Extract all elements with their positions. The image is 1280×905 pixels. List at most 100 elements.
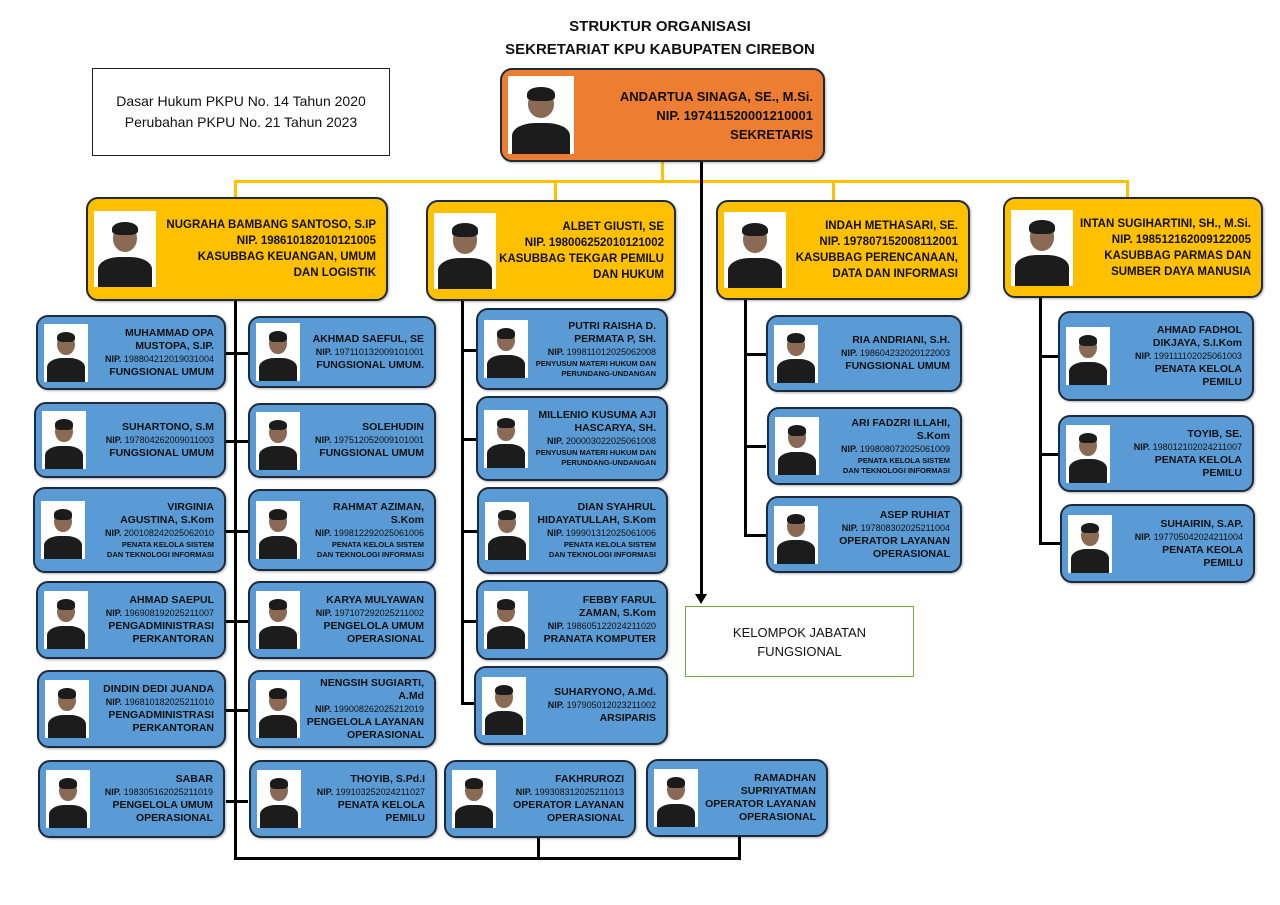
staff-role: OPERASIONAL: [872, 547, 950, 560]
staff-nip: NIP. 196810182025211010: [89, 696, 214, 709]
photo: [256, 501, 300, 559]
photo: [484, 320, 528, 378]
staff-name: DIKJAYA, S.I.Kom: [1152, 336, 1242, 349]
staff-nip: NIP. 198604232020122003: [818, 347, 950, 360]
staff-role: PRANATA KOMPUTER: [543, 633, 656, 645]
staff-role: PENATA KELOLA: [1154, 362, 1242, 375]
staff-role: PEMILU: [385, 812, 425, 824]
head-card: INTAN SUGIHARTINI, SH., M.Si.NIP. 198512…: [1003, 197, 1263, 298]
photo: [452, 770, 496, 828]
staff-nip: NIP. 197808302025211004: [818, 522, 950, 535]
staff-role: PENATA KELOLA SISTEM: [331, 539, 424, 549]
staff-name: RAHMAT AZIMAN, S.Kom: [333, 500, 424, 526]
nip-label: NIP.: [515, 787, 533, 797]
chart-subtitle: SEKRETARIAT KPU KABUPATEN CIREBON: [505, 41, 815, 58]
connector-line: [744, 353, 766, 356]
nip-value: 199111102025061003: [1153, 350, 1242, 361]
nip-value: 198605122024211020: [566, 621, 656, 631]
nip-value: 200108242025062010: [123, 527, 214, 538]
nip-value: 197808302025211004: [860, 522, 950, 533]
staff-name: AHMAD SAEPUL: [129, 594, 214, 606]
staff-nip: NIP. 199308312025211013: [496, 786, 624, 799]
connector-line: [235, 180, 1128, 183]
staff-name: THOYIB, S.Pd.I: [350, 773, 425, 785]
staff-role: ARSIPARIS: [599, 712, 656, 724]
secretary-nip: NIP. 197411520001210001: [656, 107, 813, 123]
staff-role: FUNGSIONAL UMUM.: [316, 358, 424, 371]
connector-line: [234, 857, 741, 860]
nip-label: NIP.: [1135, 350, 1152, 361]
staff-nip: NIP. 199111102025061003: [1110, 350, 1242, 363]
staff-name: SUPRIYATMAN: [740, 785, 816, 797]
photo: [508, 76, 574, 154]
staff-role: DAN TEKNOLOGI INFORMASI: [548, 550, 656, 559]
connector-line: [744, 445, 766, 448]
nip-label: NIP.: [104, 787, 122, 797]
head-role: KASUBBAG TEKGAR PEMILU: [499, 252, 664, 265]
nip-label: NIP.: [105, 527, 122, 538]
staff-name: KARYA MULYAWAN: [326, 594, 424, 606]
staff-name: PUTRI RAISHA D.: [568, 319, 656, 332]
staff-nip: NIP. 197905012023211002: [526, 699, 656, 712]
nip-label: NIP.: [841, 443, 858, 454]
nip-label: NIP.: [547, 436, 564, 446]
nip-value: 197110132009101001: [334, 346, 424, 357]
staff-role: PENATA KELOLA: [337, 799, 425, 811]
photo: [434, 212, 496, 289]
staff-nip: NIP. 198804212019031004: [88, 353, 214, 366]
photo: [256, 323, 300, 381]
connector-line: [226, 440, 248, 443]
nip-label: NIP.: [547, 621, 565, 631]
staff-name: AHMAD FADHOL: [1156, 323, 1242, 336]
nip-value: 198804212019031004: [123, 353, 214, 364]
head-name: INDAH METHASARI, SE.: [825, 220, 958, 232]
staff-nip: NIP. 198305162025211019: [90, 786, 213, 799]
connector-line: [554, 180, 557, 201]
photo: [1066, 424, 1110, 483]
staff-role: OPERASIONAL: [346, 728, 424, 741]
photo: [45, 680, 89, 738]
staff-role: OPERATOR LAYANAN: [513, 799, 624, 811]
staff-role: PENGADMINISTRASI: [108, 620, 214, 632]
staff-role: PENATA KELOLA SISTEM: [121, 539, 214, 549]
photo: [1066, 327, 1110, 385]
nip-value: 198012102024211007: [1152, 441, 1242, 452]
staff-role: PENYUSUN MATERI HUKUM DAN: [535, 358, 656, 368]
staff-role: PENGELOLA UMUM: [112, 799, 213, 811]
nip-label: NIP.: [547, 346, 565, 357]
nip-value: 200003022025061008: [565, 436, 656, 446]
staff-nip: NIP. 199808072025061009: [819, 443, 950, 456]
staff-name: MUHAMMAD OPA: [124, 326, 214, 339]
head-role: DATA DAN INFORMASI: [832, 268, 958, 280]
head-name: ALBET GIUSTI, SE: [562, 220, 664, 233]
connector-line: [744, 534, 766, 537]
staff-nip: NIP. 197512052009101001: [300, 434, 424, 447]
staff-role: FUNGSIONAL UMUM: [319, 447, 424, 459]
staff-nip: NIP. 200108242025062010: [85, 527, 214, 540]
nip-value: 196810182025211010: [124, 697, 214, 707]
connector-line: [1039, 298, 1042, 544]
nip-label: NIP.: [1133, 441, 1151, 452]
staff-name: SABAR: [175, 773, 213, 785]
connector-line: [461, 438, 477, 441]
staff-role: PERUNDANG-UNDANGAN: [561, 368, 656, 378]
secretary-name: ANDARTUA SINAGA, SE., M.Si.: [619, 88, 813, 104]
staff-nip: NIP. 198605122024211020: [528, 620, 656, 633]
connector-line: [226, 709, 248, 712]
staff-name: DINDIN DEDI JUANDA: [103, 683, 214, 695]
head-role: DAN HUKUM: [593, 268, 664, 281]
staff-nip: NIP. 197804262009011003: [86, 434, 214, 447]
